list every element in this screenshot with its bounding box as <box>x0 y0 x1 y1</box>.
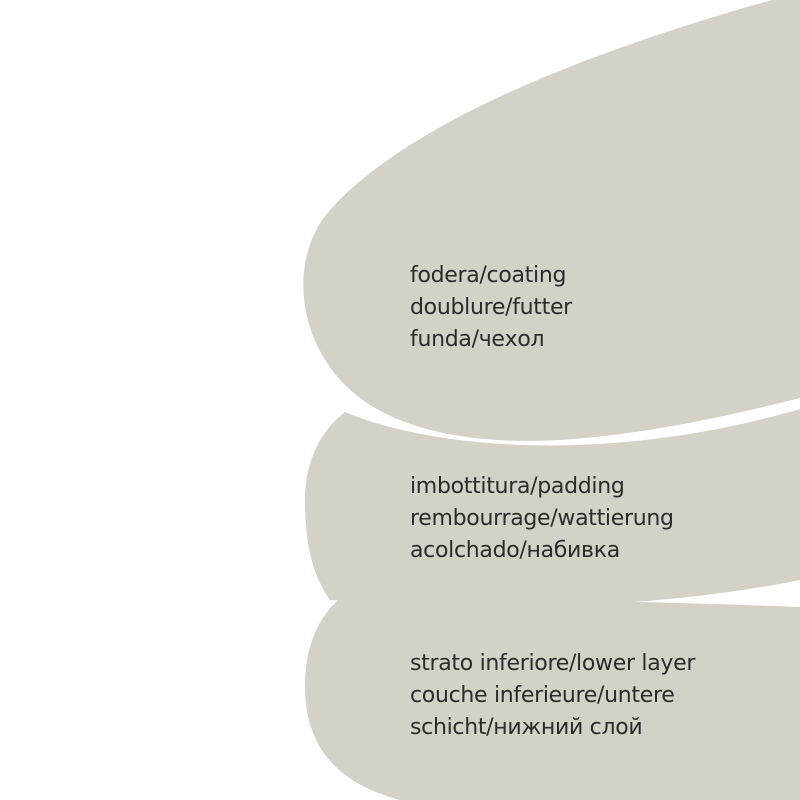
lower-layer-label-line-3: schicht/нижний слой <box>410 715 643 740</box>
lower-layer-label-line-1: strato inferiore/lower layer <box>410 651 696 676</box>
padding-label-line-1: imbottitura/padding <box>410 474 625 499</box>
padding-layer-shape <box>305 409 800 607</box>
padding-label-line-2: rembourrage/wattierung <box>410 506 674 531</box>
lower-layer-label-line-2: couche inferieure/untere <box>410 683 675 708</box>
coating-layer-label: fodera/coating doublure/futter funda/чех… <box>410 260 572 356</box>
coating-label-line-1: fodera/coating <box>410 263 567 288</box>
lower-layer-label: strato inferiore/lower layer couche infe… <box>410 648 695 744</box>
lower-layer-shape <box>305 591 800 800</box>
padding-layer-label: imbottitura/padding rembourrage/wattieru… <box>410 471 674 567</box>
coating-layer-shape <box>303 0 800 441</box>
padding-label-line-3: acolchado/набивка <box>410 538 620 563</box>
coating-label-line-3: funda/чехол <box>410 327 545 352</box>
coating-label-line-2: doublure/futter <box>410 295 572 320</box>
